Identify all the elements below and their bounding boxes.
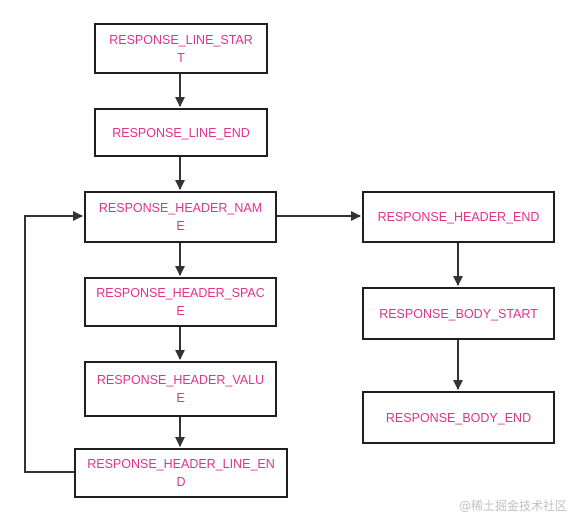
node-response-header-line-end: RESPONSE_HEADER_LINE_END <box>74 448 288 498</box>
edge-header-line-end-loop-to-header-name <box>24 211 83 473</box>
node-response-body-end: RESPONSE_BODY_END <box>362 391 555 444</box>
node-response-header-name: RESPONSE_HEADER_NAME <box>84 191 277 243</box>
node-response-header-space: RESPONSE_HEADER_SPACE <box>84 277 277 327</box>
node-response-body-start: RESPONSE_BODY_START <box>362 287 555 340</box>
watermark: @稀土掘金技术社区 <box>458 499 567 513</box>
node-response-header-end: RESPONSE_HEADER_END <box>362 191 555 243</box>
node-response-header-value: RESPONSE_HEADER_VALUE <box>84 361 277 417</box>
node-response-line-end: RESPONSE_LINE_END <box>94 108 268 157</box>
node-response-line-start: RESPONSE_LINE_START <box>94 23 268 74</box>
